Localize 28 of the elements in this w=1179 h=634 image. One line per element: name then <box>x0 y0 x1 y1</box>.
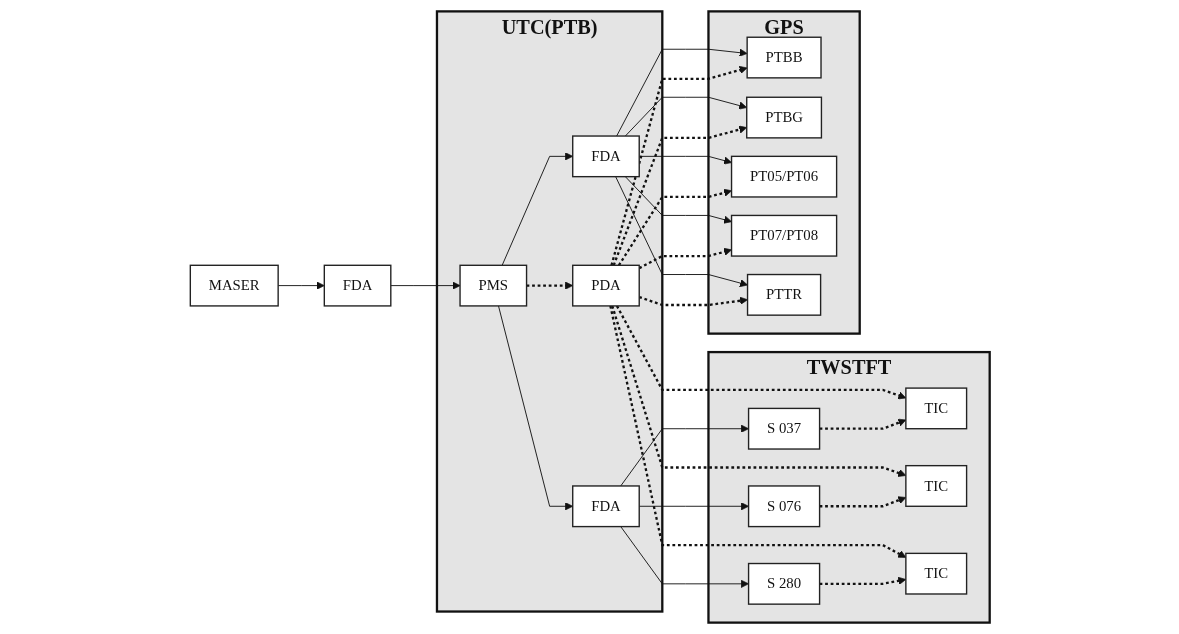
node-box: S 280 <box>747 562 820 605</box>
node-box: FDA <box>571 135 640 178</box>
arrow <box>617 188 732 266</box>
node-box: PDA <box>571 264 640 307</box>
node-box: MASER <box>189 264 279 307</box>
node-box: TIC <box>904 464 967 507</box>
node-box: PT05/PT06 <box>730 155 837 198</box>
arrow <box>819 576 906 585</box>
node-box: S 076 <box>747 485 820 528</box>
node-box: PTBB <box>745 36 822 79</box>
node-box: FDA <box>571 485 640 528</box>
arrow <box>612 125 747 266</box>
node-box: TIC <box>904 387 967 430</box>
arrow <box>526 281 573 290</box>
node-box: FDA <box>323 264 391 307</box>
arrow <box>610 305 906 477</box>
node-box: PMS <box>458 264 527 307</box>
arrow <box>638 247 732 270</box>
arrow <box>819 496 906 508</box>
node-box: TIC <box>904 552 967 595</box>
node-box: PTTR <box>746 273 821 316</box>
arrow <box>638 295 748 307</box>
arrow <box>819 418 906 430</box>
arrow <box>615 305 906 400</box>
node-box: PTBG <box>745 96 822 139</box>
node-box: PT07/PT08 <box>730 214 837 257</box>
arrow <box>608 305 906 558</box>
node-box: S 037 <box>747 407 820 450</box>
